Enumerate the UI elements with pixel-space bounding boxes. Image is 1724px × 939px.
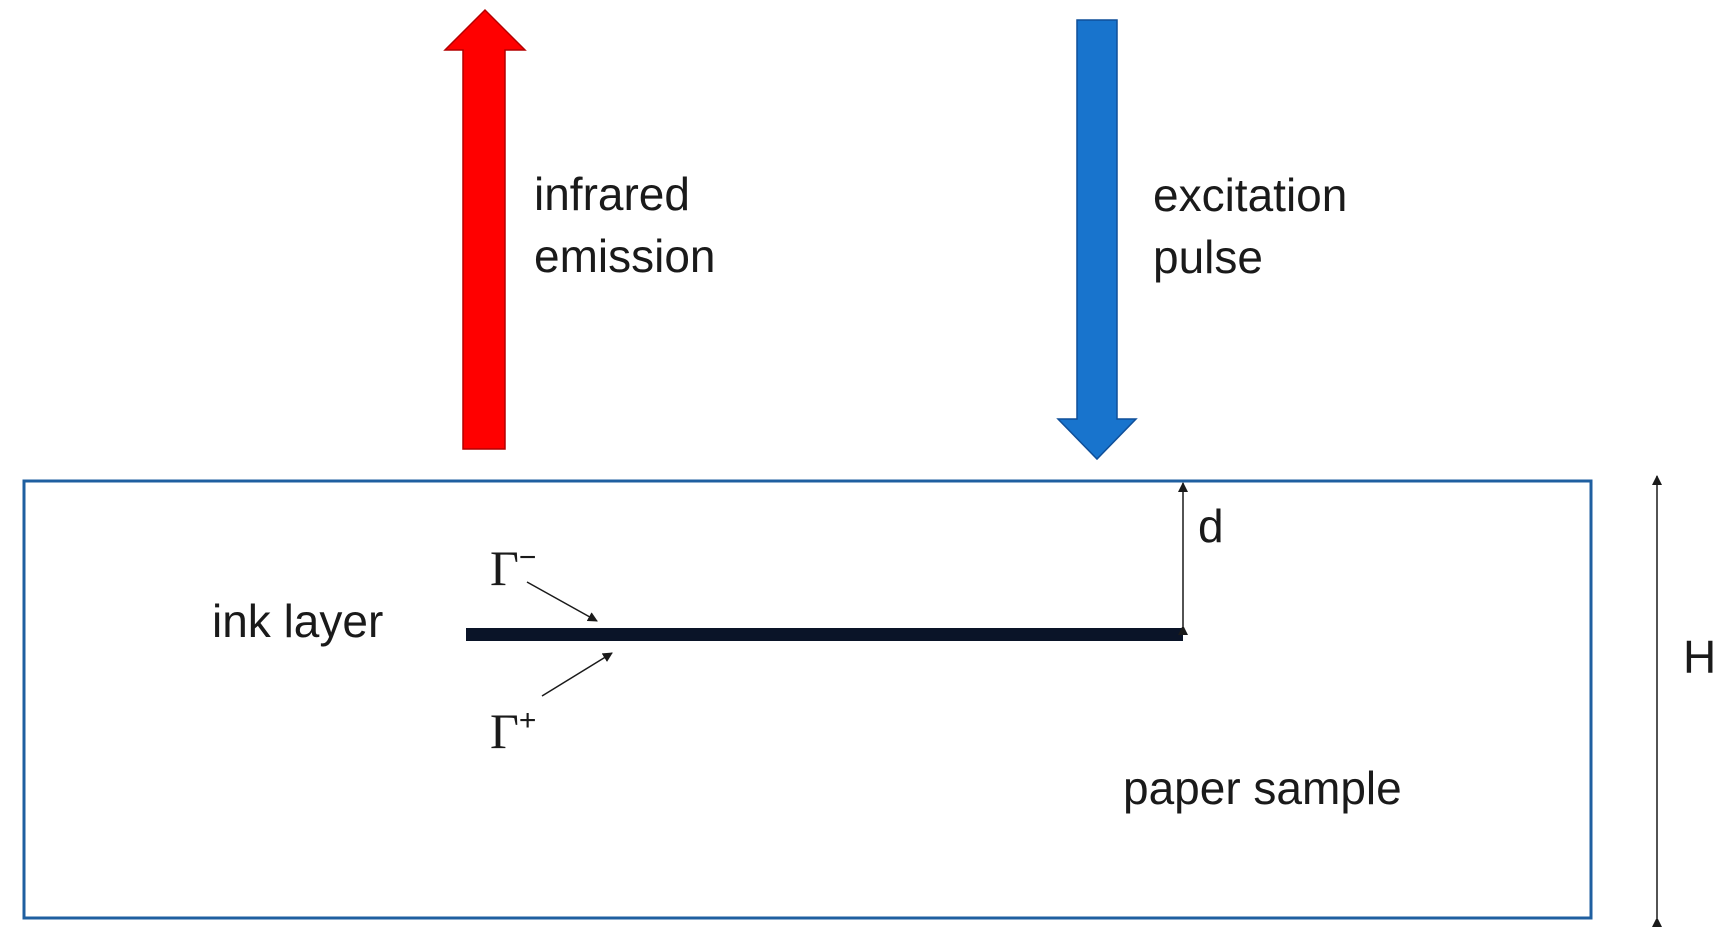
excitation-pulse-arrow [1056,19,1138,461]
paper-sample-label: paper sample [1123,762,1402,814]
gamma-plus-pointer [541,652,613,697]
infrared-emission-label-line2: emission [534,230,716,282]
gamma-plus-sign: + [519,704,537,737]
excitation-pulse-label-line1: excitation [1153,169,1347,221]
gamma-minus-pointer [526,581,598,622]
gamma-minus-sign: − [519,541,537,574]
gamma-minus-label: Γ− [490,540,536,596]
excitation-pulse-label-line2: pulse [1153,231,1263,283]
paper-sample-boundary [22,479,1593,920]
gamma-plus-symbol: Γ [490,703,519,759]
infrared-emission-arrow [443,8,527,450]
infrared-emission-label-line1: infrared [534,168,690,220]
height-label: H [1683,631,1716,683]
ink-layer-label: ink layer [212,595,383,647]
gamma-minus-symbol: Γ [490,540,519,596]
depth-label: d [1198,500,1224,552]
ink-layer-bar [466,628,1183,641]
gamma-plus-label: Γ+ [490,703,536,759]
